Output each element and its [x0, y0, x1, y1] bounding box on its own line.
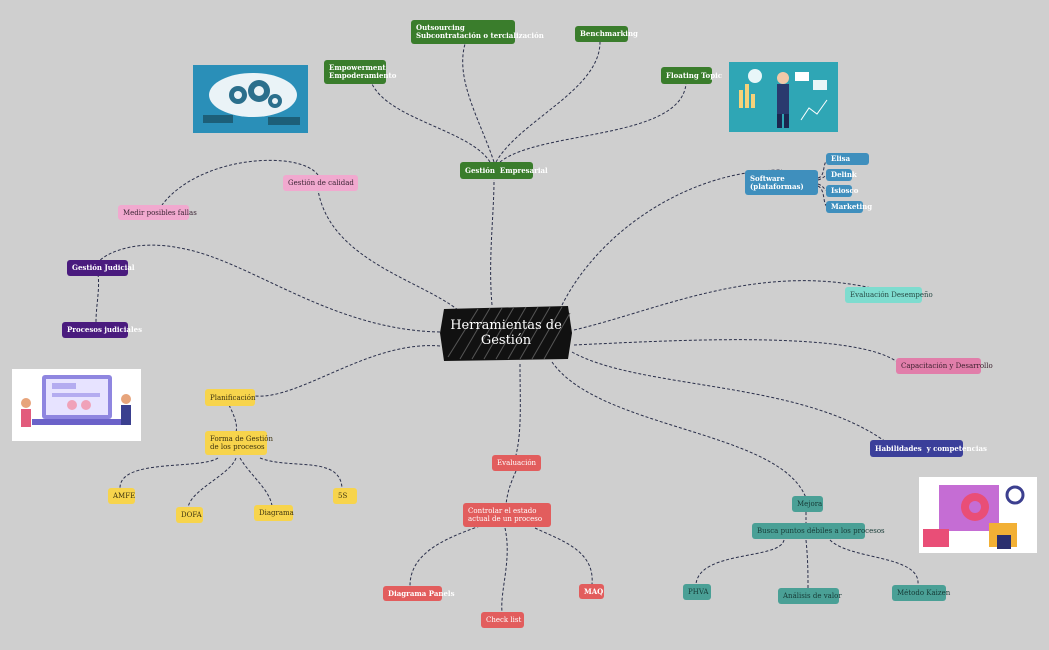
connector — [97, 244, 441, 333]
connector — [534, 527, 593, 585]
node-benchmarking[interactable]: Benchmarking — [575, 26, 638, 42]
connector — [829, 539, 919, 585]
connector — [805, 539, 809, 589]
node-gestion-calidad[interactable]: Gestión de calidad — [283, 175, 358, 191]
connector — [571, 351, 887, 443]
connector — [499, 83, 687, 163]
connector — [239, 457, 273, 507]
connector — [515, 363, 521, 456]
gears-teamwork-illustration — [193, 65, 308, 133]
node-mejora[interactable]: Mejora — [792, 496, 823, 512]
node-5s[interactable]: 5S — [333, 488, 357, 504]
connector — [495, 41, 601, 163]
connector — [573, 280, 881, 331]
node-dofa[interactable]: DOFA — [176, 507, 203, 523]
connector — [490, 179, 495, 306]
businessman-analytics-illustration — [729, 62, 838, 132]
connector — [119, 457, 219, 489]
node-outsourcing[interactable]: Outsourcing Subcontratación o tercializa… — [411, 20, 544, 44]
node-evaluacion-desempeno[interactable]: Evaluación Desempeño — [845, 287, 933, 303]
node-kaizen[interactable]: Método Kaizen — [892, 585, 950, 601]
connector — [505, 470, 517, 505]
node-delink[interactable]: Delink — [826, 169, 857, 181]
node-phva[interactable]: PHVA — [683, 584, 711, 600]
connector — [259, 457, 343, 489]
central-topic-label: Herramientas de Gestión — [450, 318, 562, 348]
node-diagrama-panels[interactable]: Diagrama Panels — [383, 586, 455, 601]
connector — [551, 361, 807, 499]
node-capacitacion[interactable]: Capacitación y Desarrollo — [896, 358, 993, 374]
node-forma-gestion[interactable]: Forma de Gestión de los procesos — [205, 431, 273, 455]
central-topic[interactable]: Herramientas de Gestión — [438, 303, 574, 363]
node-medir-fallas[interactable]: Medir posibles fallas — [118, 205, 197, 220]
node-maq[interactable]: MAQ — [579, 584, 604, 599]
connector — [409, 525, 481, 587]
node-isiosco[interactable]: Isiosco — [826, 185, 858, 197]
node-check-list[interactable]: Check list — [481, 612, 524, 628]
connector — [501, 527, 508, 613]
connector — [317, 189, 459, 311]
node-analisis[interactable]: Análisis de valor — [778, 588, 842, 604]
node-empowerment[interactable]: Empowerment Empoderamiento — [324, 60, 396, 84]
connector — [228, 404, 237, 433]
node-gestion-judicial[interactable]: Gestión Judicial — [67, 260, 135, 276]
node-habilidades[interactable]: Habilidades y competencias — [870, 440, 987, 457]
connector — [161, 159, 319, 206]
connector — [95, 273, 100, 323]
connector — [695, 539, 785, 585]
connector — [371, 83, 491, 163]
node-controlar[interactable]: Controlar el estado actual de un proceso — [463, 503, 551, 527]
node-software[interactable]: Software (plataformas) — [745, 170, 818, 195]
node-diagrama[interactable]: Diagrama — [254, 505, 294, 521]
connector — [254, 345, 441, 397]
node-elisa[interactable]: Elisa — [826, 153, 869, 165]
scribble-background — [440, 306, 572, 361]
connector — [573, 339, 901, 365]
node-amfe[interactable]: AMFE — [108, 488, 135, 504]
node-planificacion[interactable]: Planificación — [205, 389, 256, 406]
node-procesos-judiciales[interactable]: Procesos judiciales — [62, 322, 142, 338]
node-floating-topic[interactable]: Floating Topic — [661, 67, 722, 84]
node-gestion-empresarial[interactable]: Gestión Empresarial — [460, 162, 548, 179]
node-marketing[interactable]: Marketing — [826, 201, 872, 213]
node-buscar[interactable]: Busca puntos débiles a los procesos — [752, 523, 885, 539]
online-learning-illustration — [12, 369, 141, 441]
connector — [462, 43, 495, 163]
data-analysis-illustration — [919, 477, 1037, 553]
connector — [187, 457, 237, 509]
node-evaluacion[interactable]: Evaluación — [492, 455, 541, 471]
